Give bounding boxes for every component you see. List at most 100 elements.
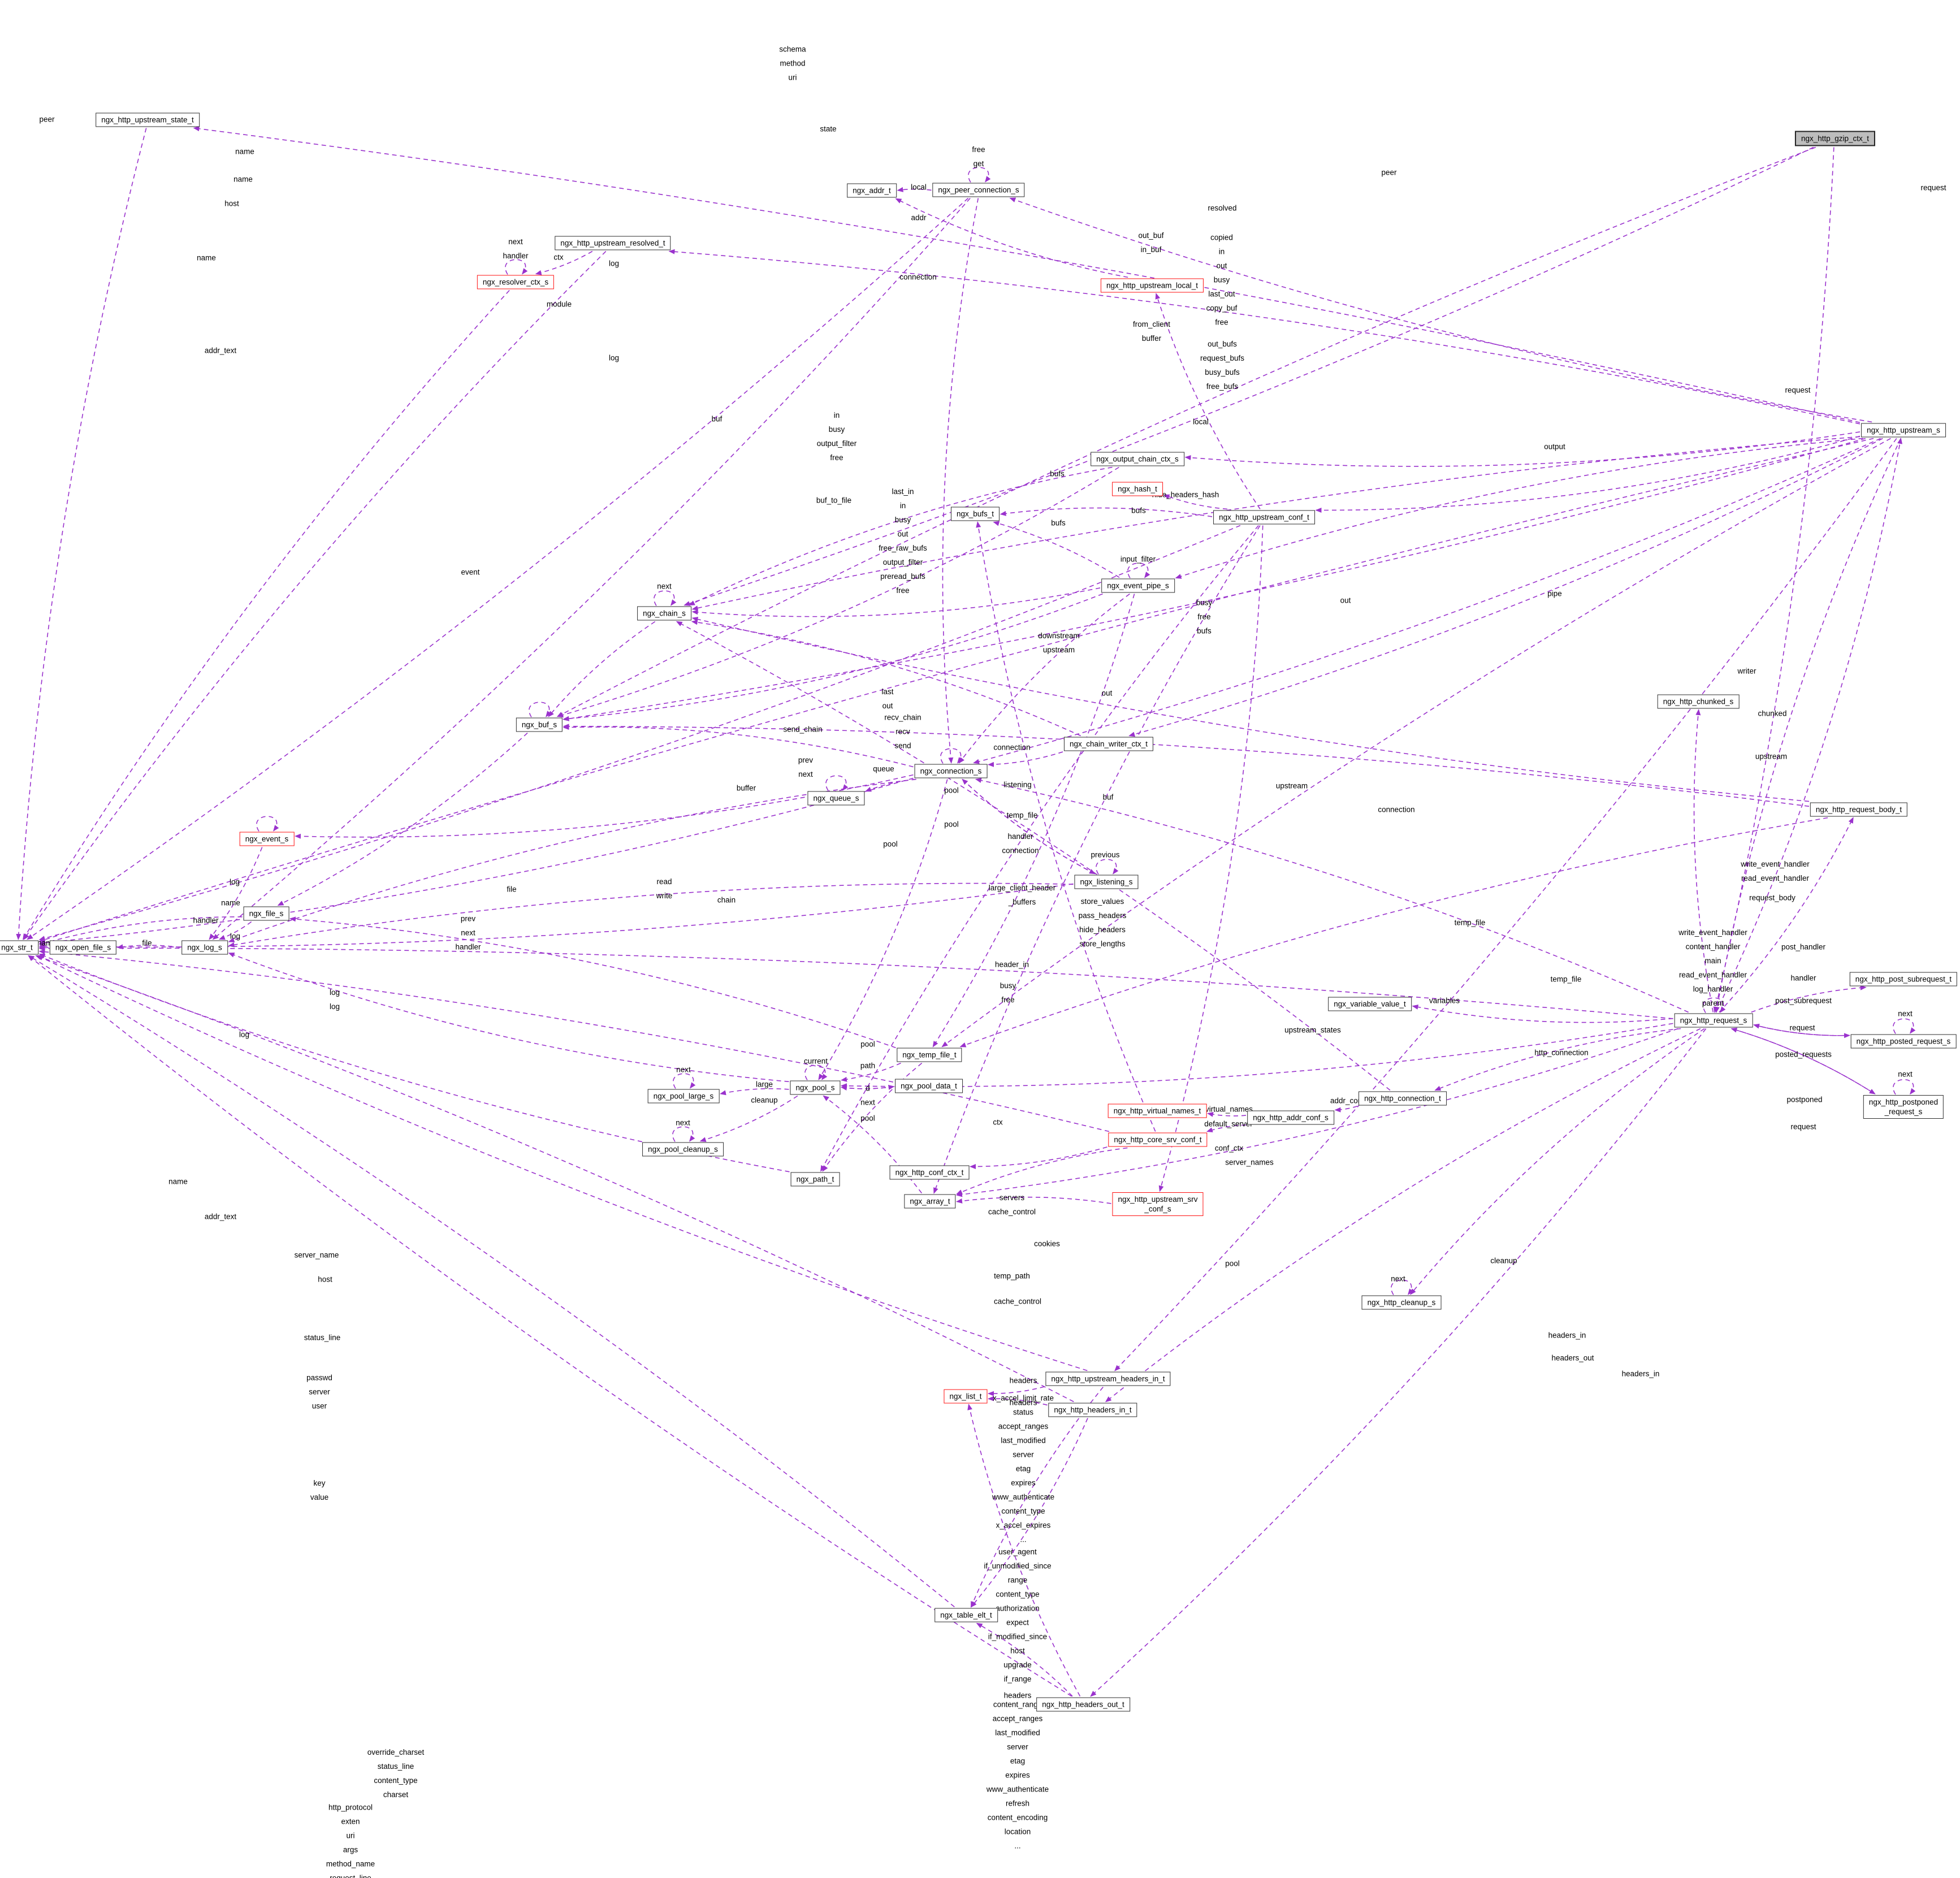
node-writer[interactable]: ngx_chain_writer_ctx_t — [1063, 737, 1154, 751]
node-conn[interactable]: ngx_connection_s — [914, 764, 988, 778]
edge-listening-str — [38, 883, 1074, 949]
node-posted[interactable]: ngx_http_posted_request_s — [1850, 1034, 1957, 1049]
node-resolved[interactable]: ngx_http_upstream_resolved_t — [555, 236, 671, 250]
node-hdrsin[interactable]: ngx_http_headers_in_t — [1048, 1403, 1137, 1417]
self-loop-chain — [654, 590, 677, 606]
edge-pipe-buf — [563, 593, 1103, 721]
node-addr[interactable]: ngx_addr_t — [847, 183, 897, 198]
edge-peer-addr — [897, 187, 932, 192]
edge-gzip-buf — [556, 146, 1816, 717]
edge-pipe-conn — [958, 593, 1130, 764]
node-uphdrs[interactable]: ngx_http_upstream_headers_in_t — [1045, 1371, 1171, 1386]
node-outchain[interactable]: ngx_output_chain_ctx_s — [1091, 452, 1184, 466]
node-chain[interactable]: ngx_chain_s — [637, 606, 691, 621]
node-chunked[interactable]: ngx_http_chunked_s — [1657, 694, 1740, 709]
self-loop-pipe — [1127, 562, 1150, 578]
node-coresrv[interactable]: ngx_http_core_srv_conf_t — [1108, 1132, 1208, 1147]
node-request[interactable]: ngx_http_request_s — [1674, 1013, 1753, 1028]
self-loop-buf — [529, 702, 552, 717]
node-hdrsout[interactable]: ngx_http_headers_out_t — [1036, 1697, 1130, 1712]
edge-request-postsub — [1751, 985, 1867, 1013]
edge-upstream-peer — [1009, 197, 1872, 423]
node-event[interactable]: ngx_event_s — [239, 832, 295, 846]
node-tabelt[interactable]: ngx_table_elt_t — [934, 1608, 998, 1622]
edge-pool-poollarge — [720, 1088, 789, 1096]
edge-conn-buf — [563, 725, 914, 768]
edge-httpconn-addrconf — [1334, 1105, 1358, 1113]
node-upstream[interactable]: ngx_http_upstream_s — [1861, 423, 1946, 438]
node-postsub[interactable]: ngx_http_post_subrequest_t — [1849, 972, 1958, 986]
edge-chain-buf — [548, 621, 656, 717]
edge-upstream-request — [1714, 438, 1902, 1013]
node-poolcleanup[interactable]: ngx_pool_cleanup_s — [642, 1142, 724, 1157]
edge-conn-queue — [865, 778, 916, 792]
node-pooldata[interactable]: ngx_pool_data_t — [895, 1079, 963, 1093]
node-buf[interactable]: ngx_buf_s — [516, 717, 563, 732]
node-resolver[interactable]: ngx_resolver_ctx_s — [477, 275, 555, 289]
node-reqbody[interactable]: ngx_http_request_body_t — [1810, 802, 1908, 817]
edge-upstream-writer — [1128, 438, 1883, 737]
edge-upconf-path — [820, 525, 1259, 1172]
node-peer[interactable]: ngx_peer_connection_s — [932, 183, 1025, 197]
edge-tempfile-path — [822, 1062, 923, 1172]
edge-peer-conn — [942, 198, 979, 764]
node-pool[interactable]: ngx_pool_s — [790, 1080, 841, 1095]
node-hash[interactable]: ngx_hash_t — [1112, 482, 1163, 496]
node-gzip[interactable]: ngx_http_gzip_ctx_t — [1794, 131, 1876, 146]
edge-request-str — [38, 946, 1673, 1019]
edge-upconf-hash — [1163, 494, 1228, 510]
node-varval[interactable]: ngx_variable_value_t — [1328, 997, 1412, 1011]
edge-conn-event — [295, 774, 914, 839]
edge-listening-conn — [962, 778, 1096, 875]
edge-outchain-chain — [689, 466, 1113, 606]
edge-request-varval — [1412, 1004, 1673, 1023]
edge-upstream-resolved — [668, 249, 1861, 425]
node-confctx[interactable]: ngx_http_conf_ctx_t — [889, 1165, 970, 1180]
node-tempfile[interactable]: ngx_temp_file_t — [897, 1048, 962, 1062]
node-postponed[interactable]: ngx_http_postponed _request_s — [1863, 1095, 1944, 1119]
edge-uplocal-addr — [895, 198, 1128, 278]
node-str[interactable]: ngx_str_t — [0, 940, 38, 955]
node-queue[interactable]: ngx_queue_s — [807, 791, 865, 806]
self-loop-event — [256, 816, 279, 832]
node-vnames[interactable]: ngx_http_virtual_names_t — [1107, 1104, 1207, 1118]
edge-reqbody-chain — [691, 617, 1810, 802]
node-file[interactable]: ngx_file_s — [243, 906, 289, 921]
node-pipe[interactable]: ngx_event_pipe_s — [1101, 578, 1175, 593]
edge-upconf-bufs — [1000, 507, 1213, 517]
node-poollarge[interactable]: ngx_pool_large_s — [647, 1089, 720, 1104]
edge-state-str — [16, 128, 147, 940]
node-log[interactable]: ngx_log_s — [181, 940, 228, 955]
self-loop-poollarge — [673, 1073, 696, 1089]
node-httpconn[interactable]: ngx_http_connection_t — [1358, 1091, 1447, 1106]
node-path[interactable]: ngx_path_t — [790, 1172, 840, 1187]
edge-upstream-uphdrs — [1114, 438, 1897, 1371]
node-state[interactable]: ngx_http_upstream_state_t — [96, 112, 200, 127]
edge-tabelt-str — [28, 955, 955, 1608]
edge-coresrv-array — [956, 1147, 1128, 1195]
node-upconf[interactable]: ngx_http_upstream_conf_t — [1213, 510, 1315, 525]
node-list[interactable]: ngx_list_t — [944, 1389, 988, 1404]
edge-file-log — [218, 921, 252, 940]
node-bufs[interactable]: ngx_bufs_t — [950, 507, 1000, 521]
node-listening[interactable]: ngx_listening_s — [1074, 875, 1139, 889]
edge-conn-str — [38, 777, 914, 945]
edge-request-hdrsout — [1090, 1028, 1707, 1697]
edge-hdrsout-list — [967, 1404, 1081, 1697]
node-upsrv[interactable]: ngx_http_upstream_srv _conf_s — [1112, 1192, 1204, 1216]
node-uplocal[interactable]: ngx_http_upstream_local_t — [1100, 278, 1204, 293]
edge-reqbody-buf — [563, 724, 1810, 807]
edge-request-upstream — [1715, 438, 1903, 1012]
node-openfile[interactable]: ngx_open_file_s — [49, 940, 117, 955]
node-array[interactable]: ngx_array_t — [904, 1194, 956, 1209]
node-addrconf[interactable]: ngx_http_addr_conf_s — [1247, 1110, 1334, 1125]
node-cleanup[interactable]: ngx_http_cleanup_s — [1361, 1295, 1442, 1310]
edge-hdrsout-tabelt — [976, 1622, 1073, 1697]
edge-peer-str — [27, 197, 969, 940]
edge-conn-pool — [818, 779, 948, 1080]
edge-request-pool — [841, 1023, 1673, 1089]
edge-path-str — [38, 953, 790, 1172]
edge-pooldata-pool — [841, 1085, 894, 1091]
self-loop-queue — [825, 775, 849, 791]
